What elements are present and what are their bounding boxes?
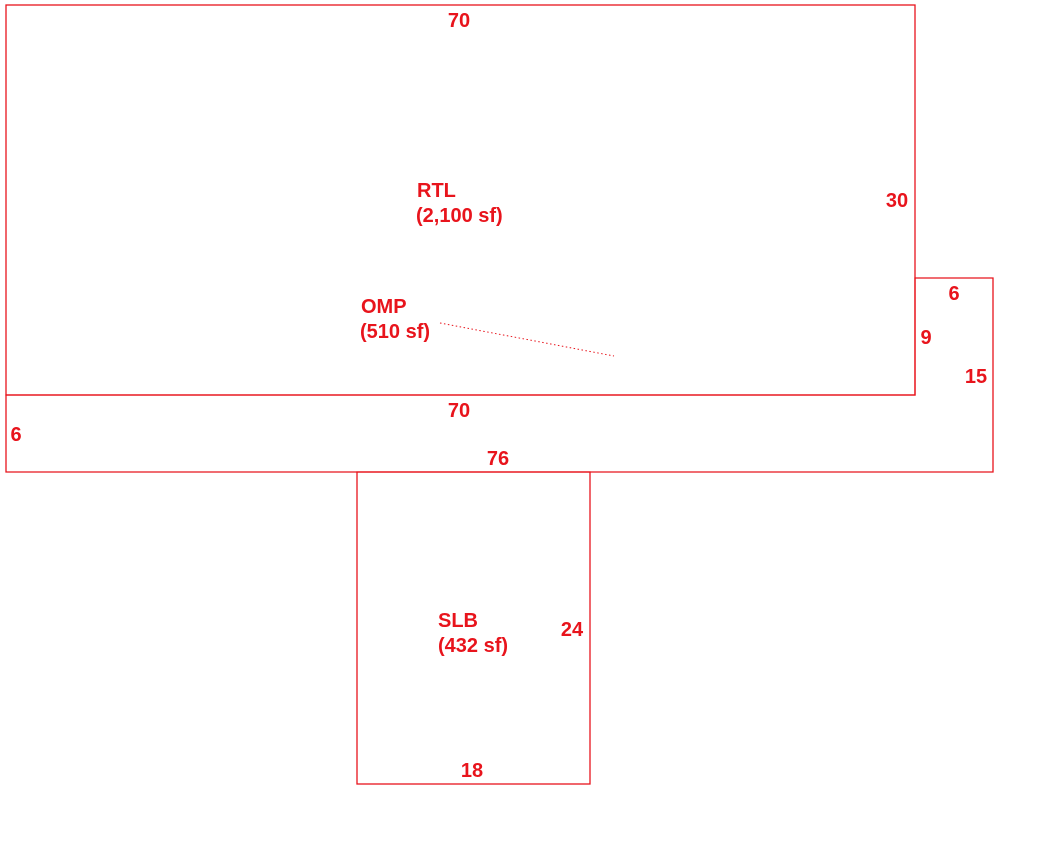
slb-area-size: (432 sf) (438, 635, 508, 657)
dimension-rtl-top: 70 (448, 10, 470, 32)
slb-slab-outline (356, 471, 591, 785)
slb-area-code: SLB (438, 610, 478, 632)
dimension-slb-right: 24 (561, 619, 584, 641)
omp-area-code: OMP (361, 296, 407, 318)
omp-porch-outline (5, 277, 994, 473)
dimension-slb-bottom: 18 (461, 760, 483, 782)
rtl-main-area-outline (5, 4, 916, 396)
dimension-omp-ext-top: 6 (948, 283, 959, 305)
dimension-omp-ext-inner: 9 (920, 327, 931, 349)
dimension-omp-left: 6 (10, 424, 21, 446)
dimension-rtl-right: 30 (886, 190, 908, 212)
omp-leader-line (439, 322, 615, 357)
dimension-rtl-bottom: 70 (448, 400, 470, 422)
dimension-omp-right: 15 (965, 366, 987, 388)
dimension-omp-bottom: 76 (487, 448, 509, 470)
rtl-area-code: RTL (417, 180, 456, 202)
omp-area-size: (510 sf) (360, 321, 430, 343)
rtl-area-size: (2,100 sf) (416, 205, 503, 227)
